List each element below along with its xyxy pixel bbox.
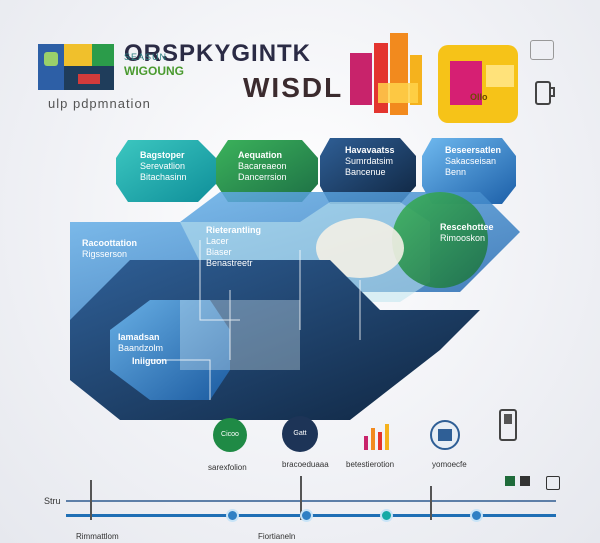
panel-line: Biaser — [206, 247, 232, 257]
deco-label: Ollo — [470, 92, 488, 102]
document-icon — [530, 40, 554, 60]
timeline-marker — [300, 476, 302, 520]
panel-line: Serevatlion — [140, 161, 186, 171]
panel-line: Bancenue — [345, 167, 386, 177]
panel-title: Iamadsan — [118, 332, 160, 342]
panel-middle-3: Rescehottee Rimooskon — [440, 222, 494, 244]
device-icon — [499, 409, 517, 441]
timeline-marker — [430, 486, 432, 520]
panel-title: Racoottation — [82, 238, 137, 248]
circle-icon-label: Cicoo — [221, 431, 239, 438]
panel-top-1: Bagstoper Serevatlion Bitachasinn — [140, 150, 187, 183]
small-square-icon — [520, 476, 530, 486]
brand-title-line3: WIGOUNG — [124, 64, 184, 78]
timeline-start-label: Stru — [44, 496, 61, 506]
small-square-icon — [546, 476, 560, 490]
panel-line: Rigsserson — [82, 249, 128, 259]
panel-middle-2: Rieterantling Lacer Biaser Benastreetr — [206, 225, 261, 269]
brand-tagline: ulp pdpmnation — [48, 96, 151, 111]
panel-top-2: Aequation Bacareaeon Dancerrsion — [238, 150, 287, 183]
icon-caption: sarexfolion — [208, 463, 247, 472]
panel-line: Lacer — [206, 236, 229, 246]
panel-title: Bagstoper — [140, 150, 185, 160]
panel-bottom-1: Iamadsan Baandzolm — [118, 332, 163, 354]
panel-top-4: Beseersatlen Sakacseisan Benn — [445, 145, 501, 178]
cup-icon — [535, 81, 555, 105]
footer-label-left: Rimmattlom — [76, 532, 119, 541]
panel-line: Sumrdatsim — [345, 156, 394, 166]
panel-title: Rescehottee — [440, 222, 494, 232]
decorative-color-blocks — [350, 33, 518, 123]
timeline-node[interactable] — [380, 509, 393, 522]
circle-icon-label: Gatt — [293, 430, 307, 437]
footer-label-right: Fiortianeln — [258, 532, 296, 541]
circle-icon-1: Cicoo — [213, 418, 247, 452]
icon-caption: yomoecfe — [432, 460, 467, 469]
panel-line: Dancerrsion — [238, 172, 287, 182]
icon-caption: betestierotion — [346, 460, 395, 469]
circle-icon-2: Gatt — [282, 416, 318, 452]
brand-logo — [38, 44, 114, 90]
panel-line: Sakacseisan — [445, 156, 497, 166]
timeline-marker — [90, 480, 92, 520]
panel-line: Benn — [445, 167, 467, 177]
panel-title: Beseersatlen — [445, 145, 502, 155]
timeline-node[interactable] — [470, 509, 483, 522]
icon-caption: bracoeduaaa — [282, 460, 329, 469]
timeline-node[interactable] — [300, 509, 313, 522]
panel-bottom-2: Iniiguon — [132, 356, 167, 367]
brand-title-line1: ORSPKYGINTK — [124, 40, 312, 67]
panel-title: Rieterantling — [206, 225, 262, 235]
timeline-track — [66, 500, 556, 502]
small-square-icon — [505, 476, 515, 486]
brand-subtitle: SEASUN — [124, 52, 168, 62]
panel-middle-1: Racoottation Rigsserson — [82, 238, 137, 260]
panel-line: Bitachasinn — [140, 172, 187, 182]
layered-hex-diagram — [70, 138, 520, 420]
timeline-node[interactable] — [226, 509, 239, 522]
panel-line: Baandzolm — [118, 343, 164, 353]
panel-title: Aequation — [238, 150, 282, 160]
panel-title: Iniiguon — [132, 356, 167, 366]
gear-icon — [430, 420, 460, 450]
panel-line: Benastreetr — [206, 258, 253, 268]
panel-top-3: Havavaatss Sumrdatsim Bancenue — [345, 145, 395, 178]
panel-title: Havavaatss — [345, 145, 395, 155]
panel-line: Bacareaeon — [238, 161, 287, 171]
panel-line: Rimooskon — [440, 233, 486, 243]
chart-icon — [364, 424, 389, 450]
brand-title-line2: WISDL — [243, 72, 344, 103]
